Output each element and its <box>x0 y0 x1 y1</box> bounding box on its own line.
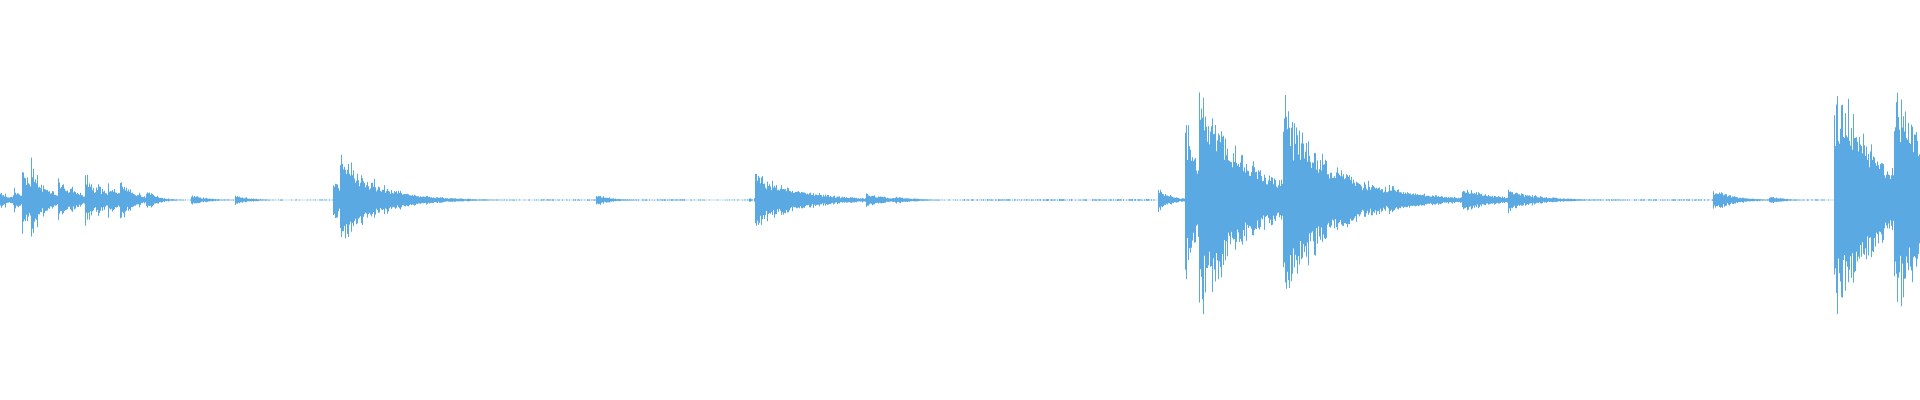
waveform-path <box>0 92 1920 315</box>
waveform-samples <box>0 92 1920 315</box>
